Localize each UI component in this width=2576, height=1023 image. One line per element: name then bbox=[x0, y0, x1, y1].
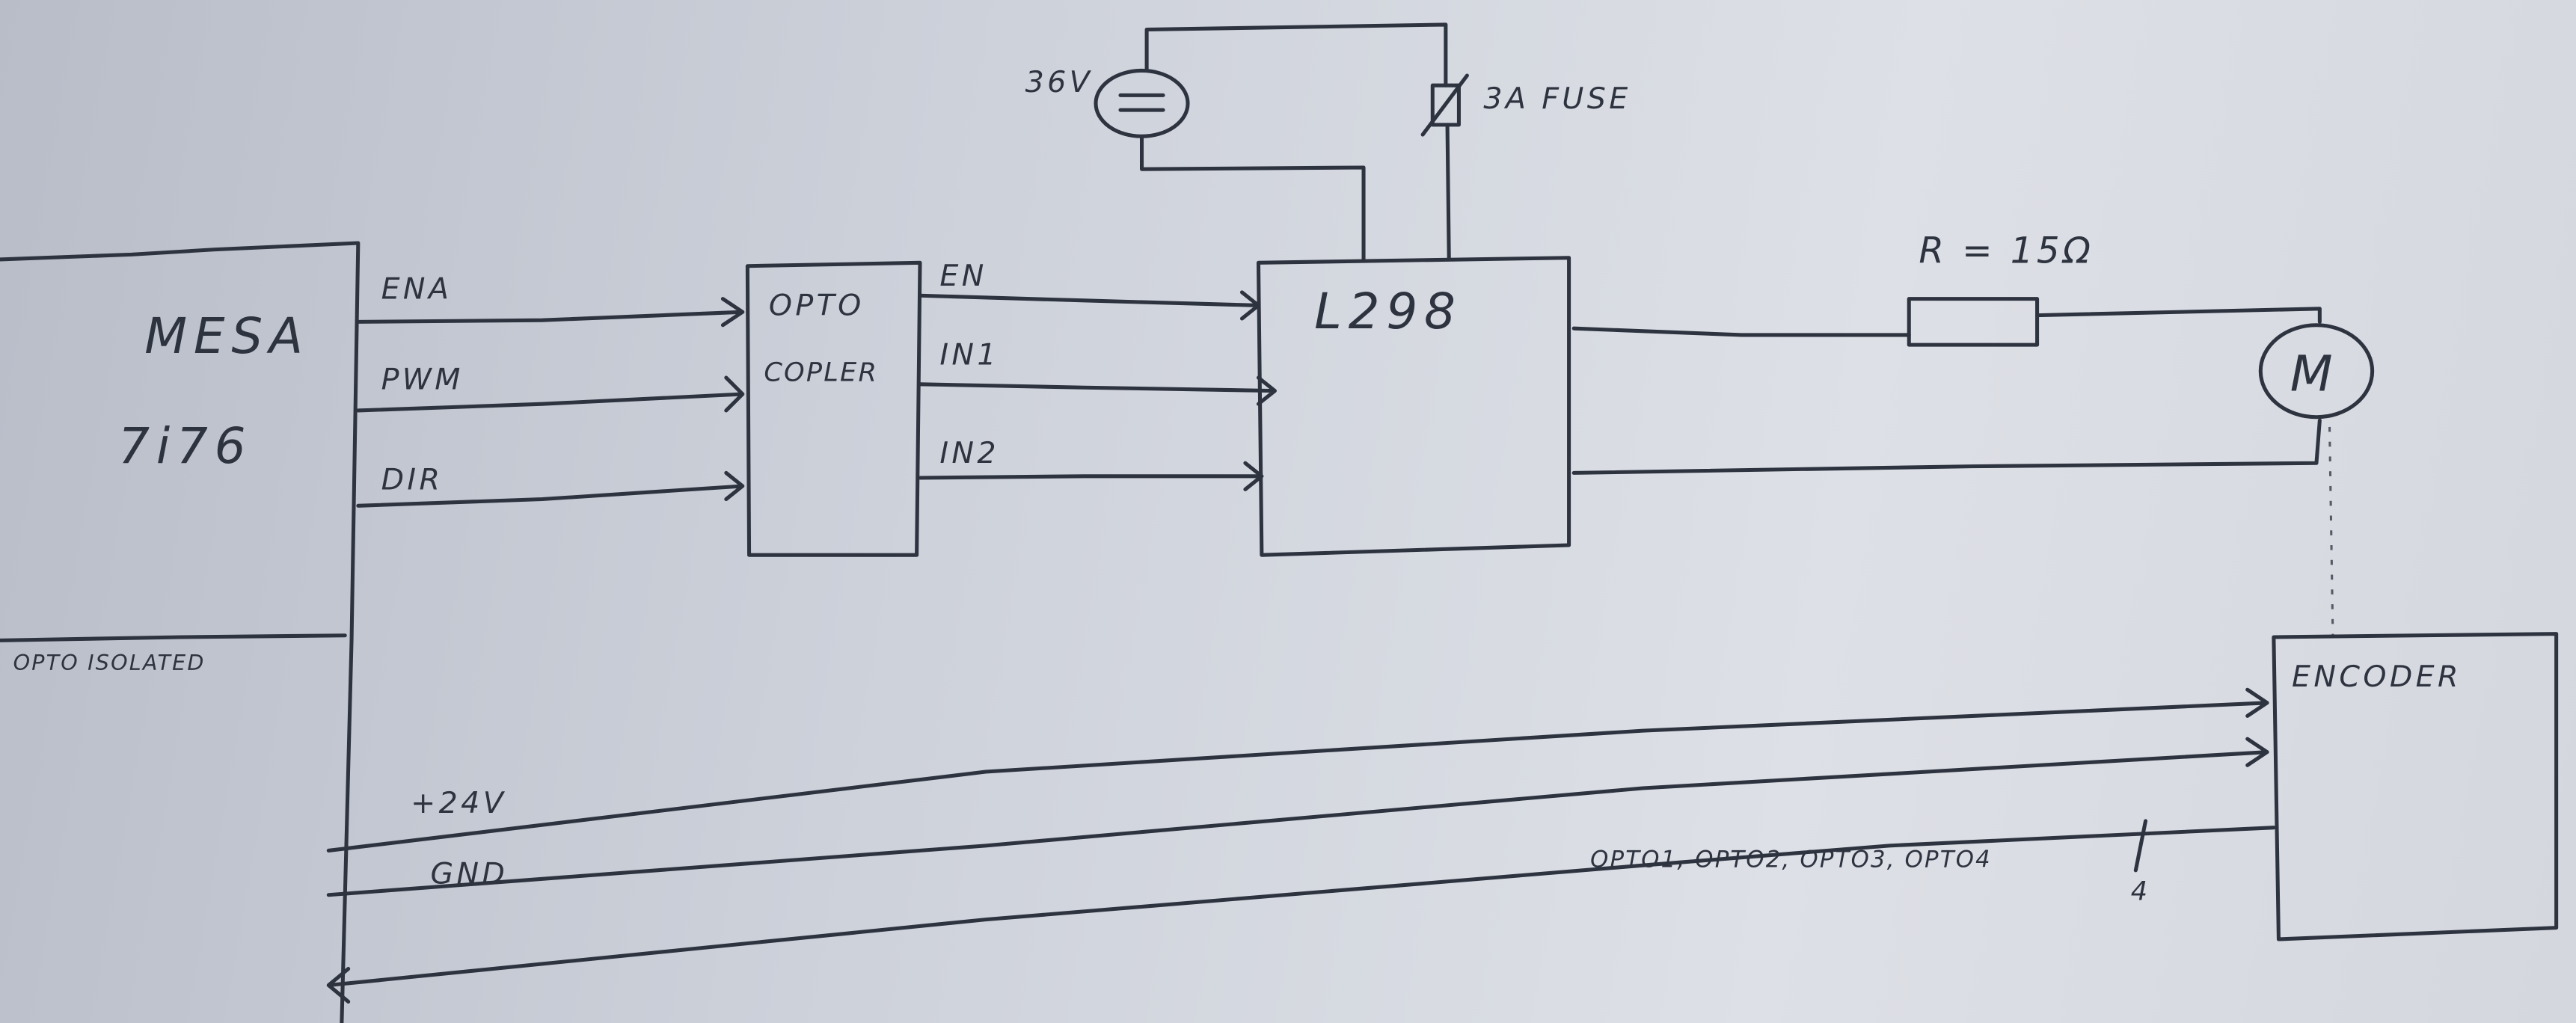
mesa-7i76-block: MESA 7i76 OPTO ISOLATED bbox=[0, 241, 361, 1023]
encoder-block: ENCODER bbox=[2272, 632, 2559, 941]
signal-dir-wire bbox=[356, 470, 745, 508]
opto-to-driver-signals: EN IN1 IN2 bbox=[918, 259, 1277, 491]
opto-label: OPTO bbox=[769, 289, 865, 323]
motor-circuit: R = 15Ω M bbox=[1571, 230, 2375, 638]
gnd-label: GND bbox=[430, 856, 508, 891]
signal-pwm-wire bbox=[356, 375, 745, 413]
signal-ena-wire bbox=[356, 297, 745, 328]
resistor-symbol bbox=[1907, 297, 2040, 347]
motor-label: M bbox=[2290, 345, 2333, 403]
power-circuit: 36V 3A FUSE bbox=[1025, 22, 1631, 262]
gnd-wire bbox=[326, 737, 2269, 897]
mesa-label: MESA bbox=[144, 307, 310, 365]
fuse-label: 3A FUSE bbox=[1483, 82, 1631, 116]
motor-symbol bbox=[2258, 323, 2375, 420]
encoder-bus-wire bbox=[326, 826, 2276, 1004]
l298-driver-block: L298 bbox=[1256, 256, 1571, 557]
signal-in2-label: IN2 bbox=[939, 436, 999, 470]
coupler-label: COPLER bbox=[764, 357, 878, 387]
signal-dir-label: DIR bbox=[381, 462, 444, 497]
encoder-wiring: +24V GND OPTO1, OPTO2, OPTO3, OPTO4 4 bbox=[326, 687, 2276, 1004]
voltage-source-symbol bbox=[1094, 68, 1190, 138]
supply-voltage-label: 36V bbox=[1025, 65, 1094, 99]
signal-ena-label: ENA bbox=[381, 272, 453, 307]
supply-24v-label: +24V bbox=[411, 786, 506, 820]
signal-in1-label: IN1 bbox=[939, 337, 999, 372]
l298-label: L298 bbox=[1314, 283, 1462, 340]
signal-en-label: EN bbox=[939, 259, 987, 293]
optocoupler-block: OPTO COPLER bbox=[745, 260, 922, 557]
supply-24v-wire bbox=[326, 687, 2269, 852]
mesa-to-opto-signals: ENA PWM DIR bbox=[356, 272, 745, 508]
encoder-bus-label: OPTO1, OPTO2, OPTO3, OPTO4 bbox=[1590, 846, 1992, 873]
opto-isolated-label: OPTO ISOLATED bbox=[13, 651, 206, 675]
signal-pwm-label: PWM bbox=[381, 362, 464, 396]
bus-width-label: 4 bbox=[2131, 876, 2150, 906]
mesa-model-label: 7i76 bbox=[118, 417, 252, 475]
encoder-label: ENCODER bbox=[2292, 660, 2462, 694]
resistor-label: R = 15Ω bbox=[1919, 230, 2094, 271]
